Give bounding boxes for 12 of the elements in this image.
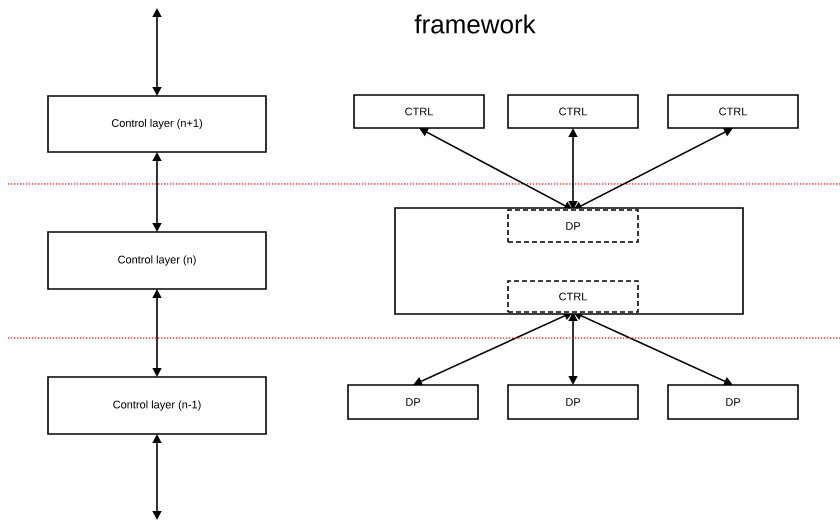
process-box: CTRL [353, 94, 485, 129]
title: framework [414, 14, 536, 34]
process-box: DP [507, 384, 639, 420]
dashed-box: CTRL [507, 280, 639, 313]
process-box: DP [347, 384, 479, 420]
process-box: Control layer (n-1) [47, 376, 267, 435]
process-box: CTRL [667, 94, 799, 129]
process-box: Control layer (n) [47, 231, 267, 290]
process-box: CTRL [507, 94, 639, 129]
process-box: DP [667, 384, 799, 420]
process-box: Control layer (n+1) [47, 95, 267, 153]
dashed-box: DP [507, 209, 639, 243]
